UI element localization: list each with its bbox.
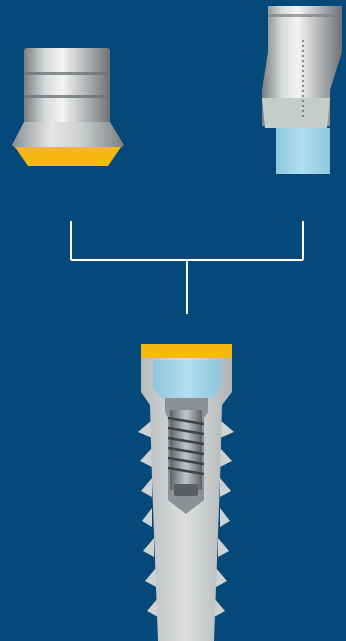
abutment-left-groove	[24, 95, 110, 98]
connector-bracket	[70, 221, 304, 314]
abutment-right-connection	[276, 128, 330, 174]
abutment-right-groove	[268, 14, 342, 17]
implant-internal-connection	[153, 360, 221, 398]
implant-gold-band	[141, 344, 232, 358]
abutment-right-collar	[262, 98, 330, 128]
implant-internal-screw	[167, 410, 205, 496]
implant	[138, 344, 234, 641]
abutment-left	[12, 48, 124, 166]
abutment-left-gold-band	[15, 147, 121, 166]
abutment-right	[262, 6, 342, 174]
abutment-right-body	[262, 6, 342, 126]
implant-threads	[138, 420, 234, 617]
abutment-left-groove	[24, 72, 110, 75]
